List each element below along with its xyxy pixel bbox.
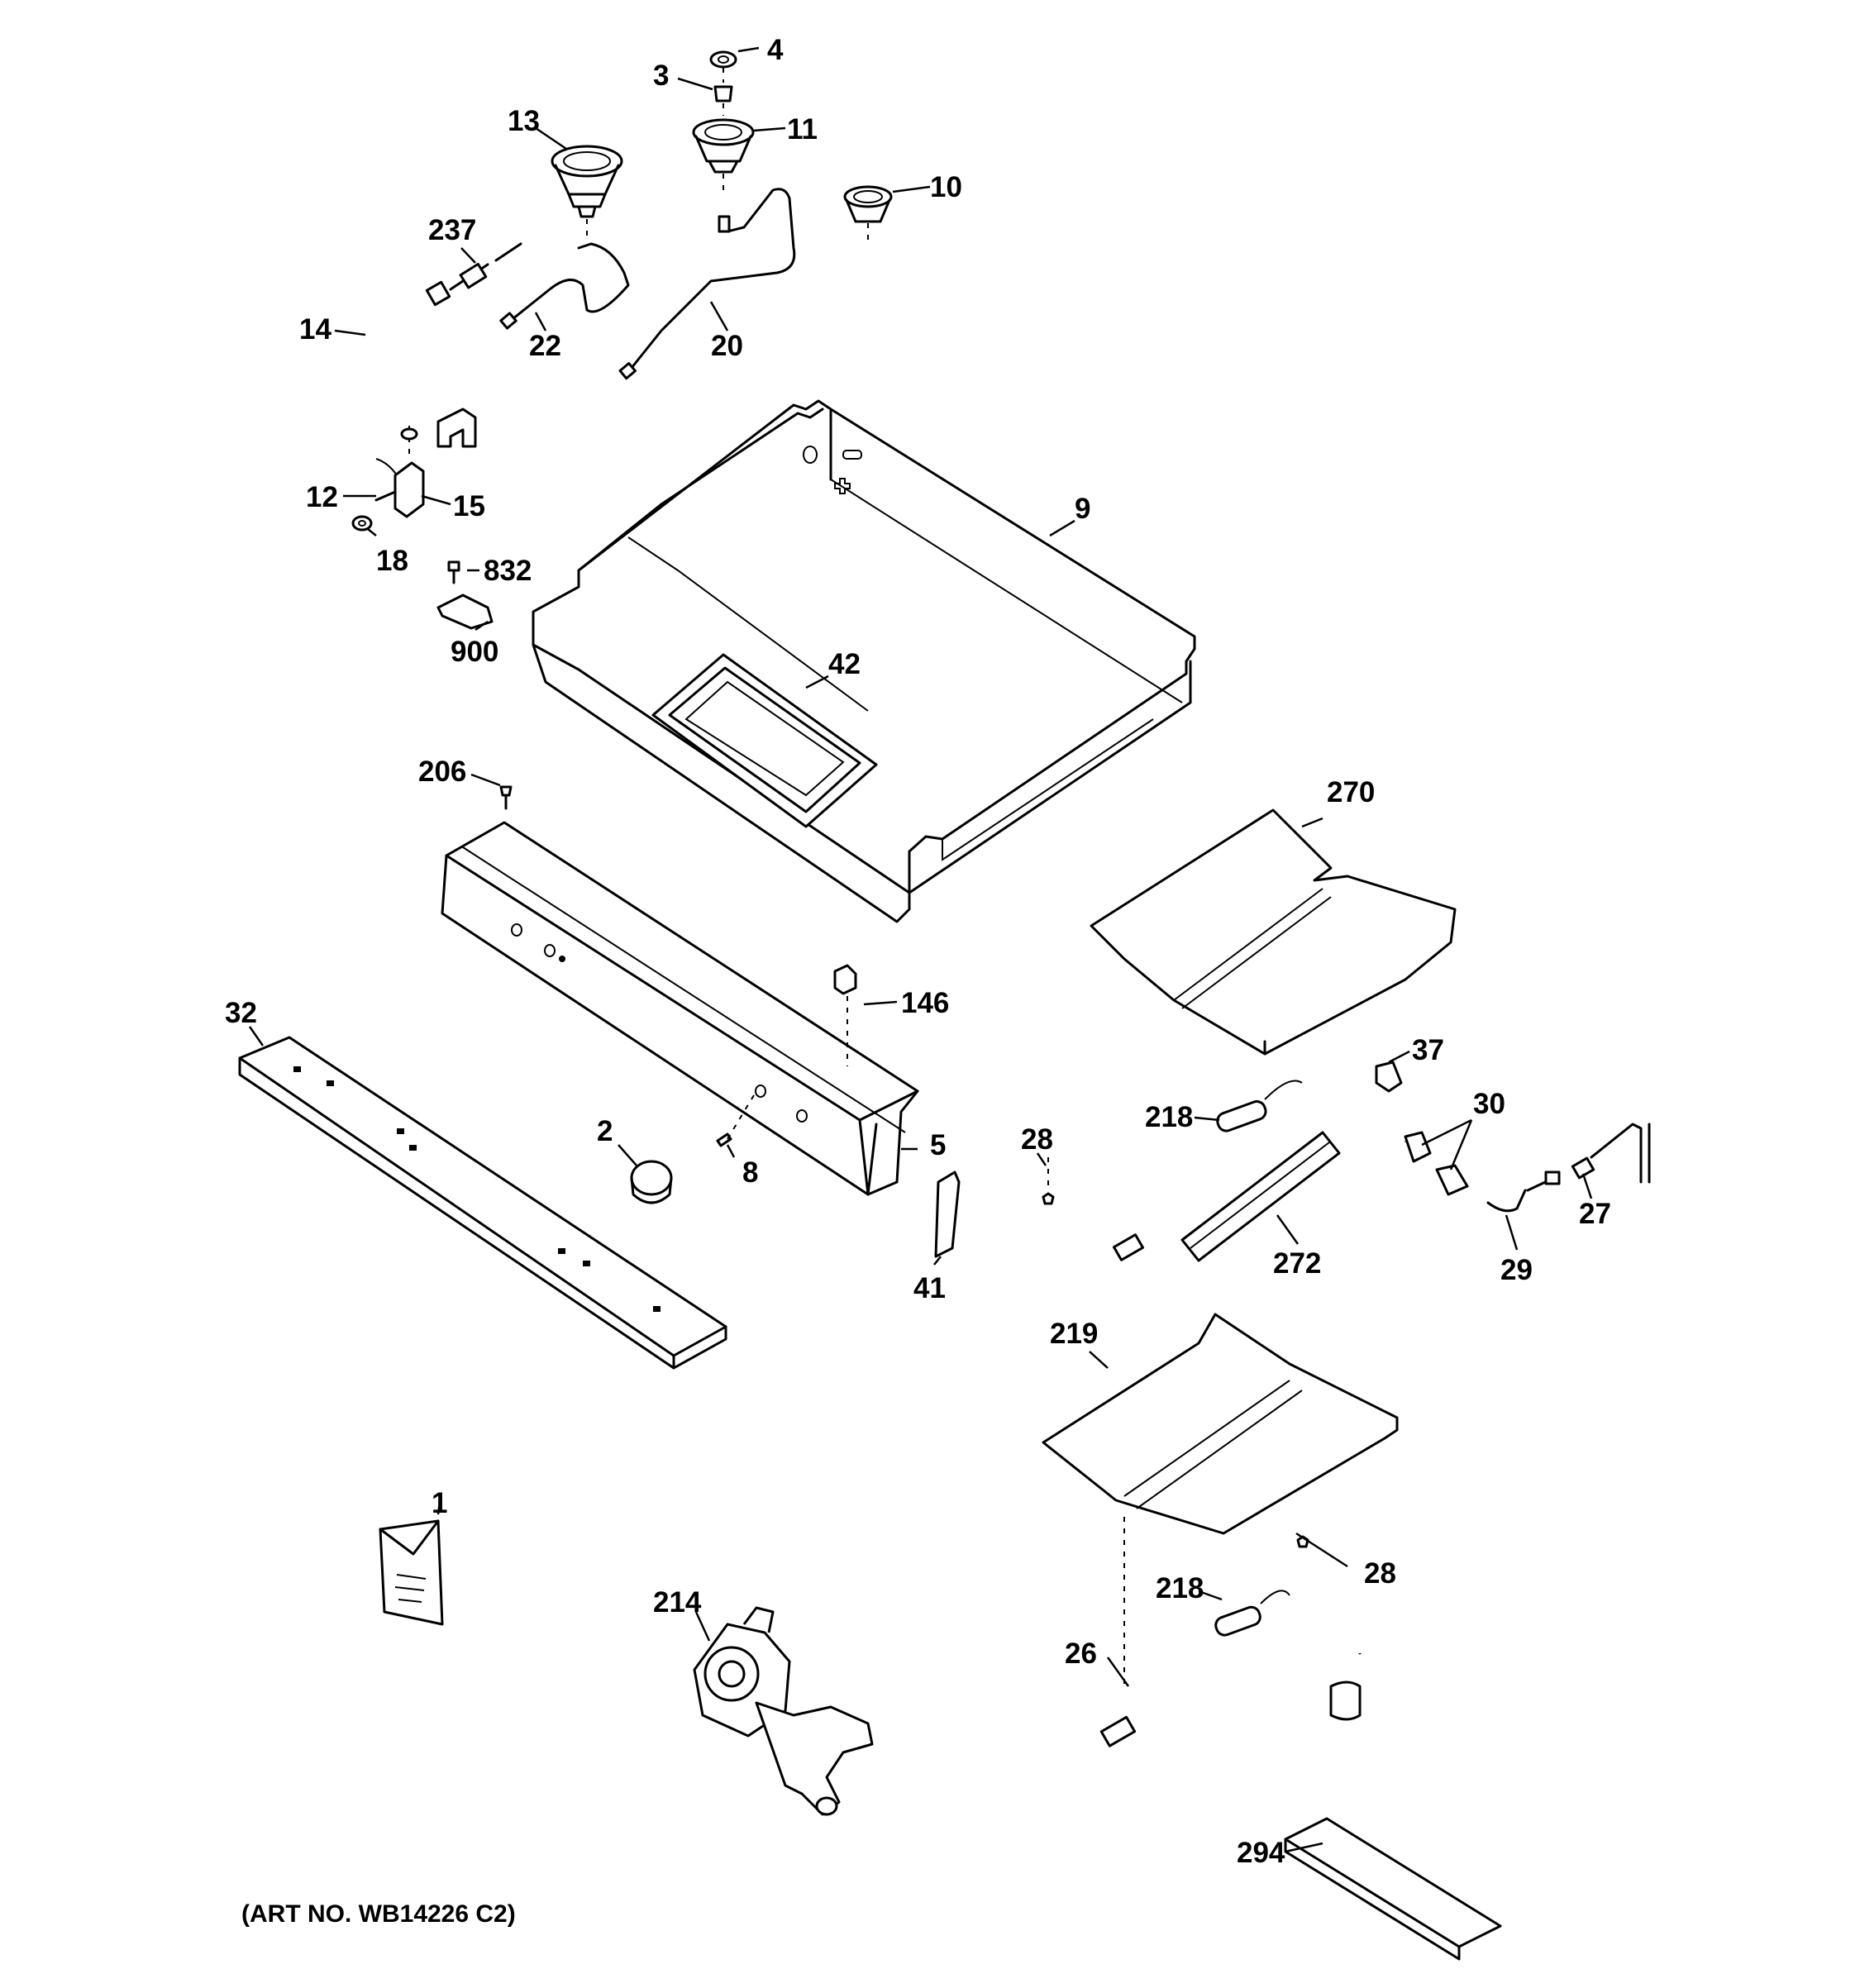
callout-labels: 4 3 13 11 10 237 14 22 20 12 15 18 832 9…: [225, 34, 1611, 1928]
part-label-294: 294: [1237, 1837, 1285, 1869]
clip-146: [833, 964, 857, 1066]
part-label-20: 20: [711, 330, 743, 362]
manifold-panel-5: [441, 821, 919, 1196]
part-label-9: 9: [1075, 493, 1090, 525]
nut-18: [351, 515, 373, 532]
knob-2: [630, 1160, 673, 1204]
part-label-218-upper: 218: [1145, 1101, 1193, 1133]
regulator-214: [693, 1606, 874, 1816]
burner-head-10: [843, 185, 893, 244]
part-label-832: 832: [484, 555, 532, 587]
burner-tube-22: [499, 242, 630, 330]
art-number: (ART NO. WB14226 C2): [241, 1900, 516, 1928]
part-label-4: 4: [767, 34, 784, 66]
burner-head-13: [551, 145, 623, 240]
clip-832-900: [436, 560, 494, 630]
bracket-37: [1375, 1061, 1403, 1093]
part-label-22: 22: [529, 330, 561, 362]
oven-burner-upper: [1113, 1093, 1407, 1261]
igniter-218-upper: [1216, 1080, 1303, 1132]
part-label-272: 272: [1273, 1247, 1321, 1280]
part-label-10: 10: [930, 171, 962, 203]
bake-burner-26: [1099, 1586, 1362, 1747]
part-label-1: 1: [432, 1487, 447, 1519]
bracket-294: [1284, 1817, 1502, 1961]
part-label-11: 11: [787, 113, 818, 145]
part-label-237: 237: [428, 214, 476, 246]
part-label-5: 5: [930, 1129, 946, 1161]
part-label-218-lower: 218: [1156, 1572, 1204, 1604]
igniter-218-lower: [1214, 1590, 1290, 1637]
burner-tube-20: [618, 188, 796, 380]
part-label-41: 41: [913, 1272, 946, 1304]
part-label-214: 214: [653, 1586, 702, 1619]
clip-28-upper: [1042, 1157, 1055, 1205]
trim-strip-32: [238, 1036, 727, 1370]
shield-270: [1090, 808, 1457, 1056]
part-label-15: 15: [453, 490, 485, 522]
part-label-42: 42: [828, 648, 861, 680]
baffle-272: [1180, 1131, 1341, 1262]
part-label-2: 2: [597, 1115, 613, 1147]
part-label-146: 146: [901, 987, 949, 1019]
part-label-30: 30: [1473, 1088, 1505, 1120]
nut-4: [709, 50, 737, 83]
shield-219: [1042, 1313, 1399, 1686]
valve-15: [374, 426, 425, 518]
part-label-28-upper: 28: [1021, 1123, 1053, 1156]
part-label-206: 206: [418, 756, 466, 788]
part-label-29: 29: [1500, 1254, 1533, 1286]
part-41: [934, 1170, 961, 1258]
part-label-8: 8: [742, 1156, 758, 1189]
part-label-14: 14: [299, 313, 331, 346]
part-label-32: 32: [225, 997, 257, 1029]
burner-cap-3: [713, 85, 733, 116]
burner-box-9: [532, 399, 1196, 923]
part-label-219: 219: [1050, 1318, 1098, 1350]
air-shutter-30: [1404, 1131, 1469, 1196]
part-label-37: 37: [1412, 1034, 1444, 1066]
literature-1: [379, 1519, 444, 1626]
screw-206: [499, 785, 513, 810]
screw-8: [716, 1090, 757, 1147]
part-label-13: 13: [508, 105, 540, 137]
orifice-27: [1571, 1123, 1651, 1184]
part-label-3: 3: [653, 60, 669, 92]
part-label-28-lower: 28: [1364, 1557, 1396, 1590]
burner-head-11: [692, 118, 755, 194]
part-label-12: 12: [306, 481, 338, 513]
elbow-29: [1486, 1170, 1561, 1213]
leader-lines: [248, 46, 1593, 1853]
part-label-900: 900: [451, 636, 498, 668]
part-label-27: 27: [1579, 1198, 1611, 1230]
fitting-237: [449, 242, 522, 291]
grate-42: [651, 653, 878, 828]
part-label-18: 18: [376, 545, 408, 577]
part-label-26: 26: [1065, 1638, 1097, 1670]
part-label-270: 270: [1327, 776, 1375, 808]
manifold-pipe-14: [366, 280, 721, 573]
